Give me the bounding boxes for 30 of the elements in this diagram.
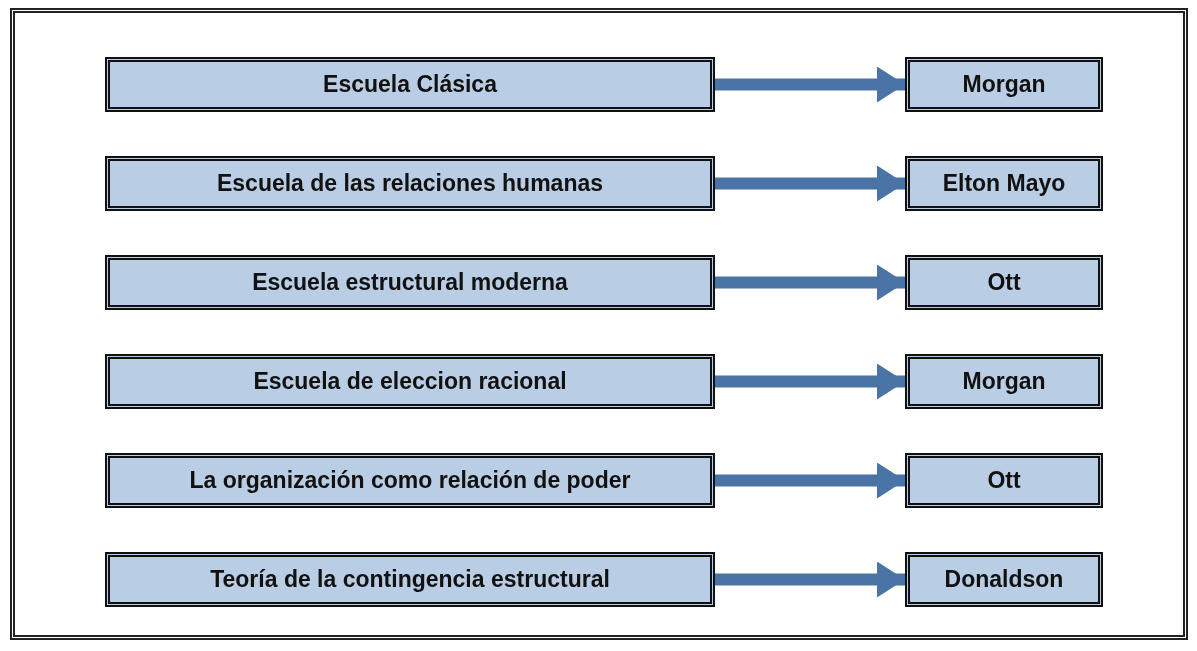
box-label: Ott	[987, 467, 1021, 494]
school-box	[105, 255, 715, 310]
arrow	[715, 66, 905, 103]
arrow	[715, 165, 905, 202]
school-box	[105, 453, 715, 508]
arrow	[715, 363, 905, 400]
box-label: Escuela estructural moderna	[252, 269, 568, 296]
author-box	[905, 57, 1103, 112]
box-label: Donaldson	[944, 566, 1064, 593]
box-label: Ott	[987, 269, 1021, 296]
box-label: Escuela de eleccion racional	[253, 368, 567, 395]
box-label: Morgan	[962, 71, 1046, 98]
author-box	[905, 552, 1103, 607]
box-label: La organización como relación de poder	[189, 467, 631, 494]
box-label: Morgan	[962, 368, 1046, 395]
school-box	[105, 57, 715, 112]
author-box	[905, 255, 1103, 310]
author-box	[905, 354, 1103, 409]
school-box	[105, 552, 715, 607]
box-label: Teoría de la contingencia estructural	[210, 566, 610, 593]
author-box	[905, 156, 1103, 211]
school-box	[105, 354, 715, 409]
arrow	[715, 462, 905, 499]
box-label: Escuela Clásica	[323, 71, 497, 98]
arrow	[715, 561, 905, 598]
box-label: Escuela de las relaciones humanas	[216, 170, 604, 197]
box-label: Elton Mayo	[942, 170, 1066, 197]
author-box	[905, 453, 1103, 508]
school-box	[105, 156, 715, 211]
arrow	[715, 264, 905, 301]
